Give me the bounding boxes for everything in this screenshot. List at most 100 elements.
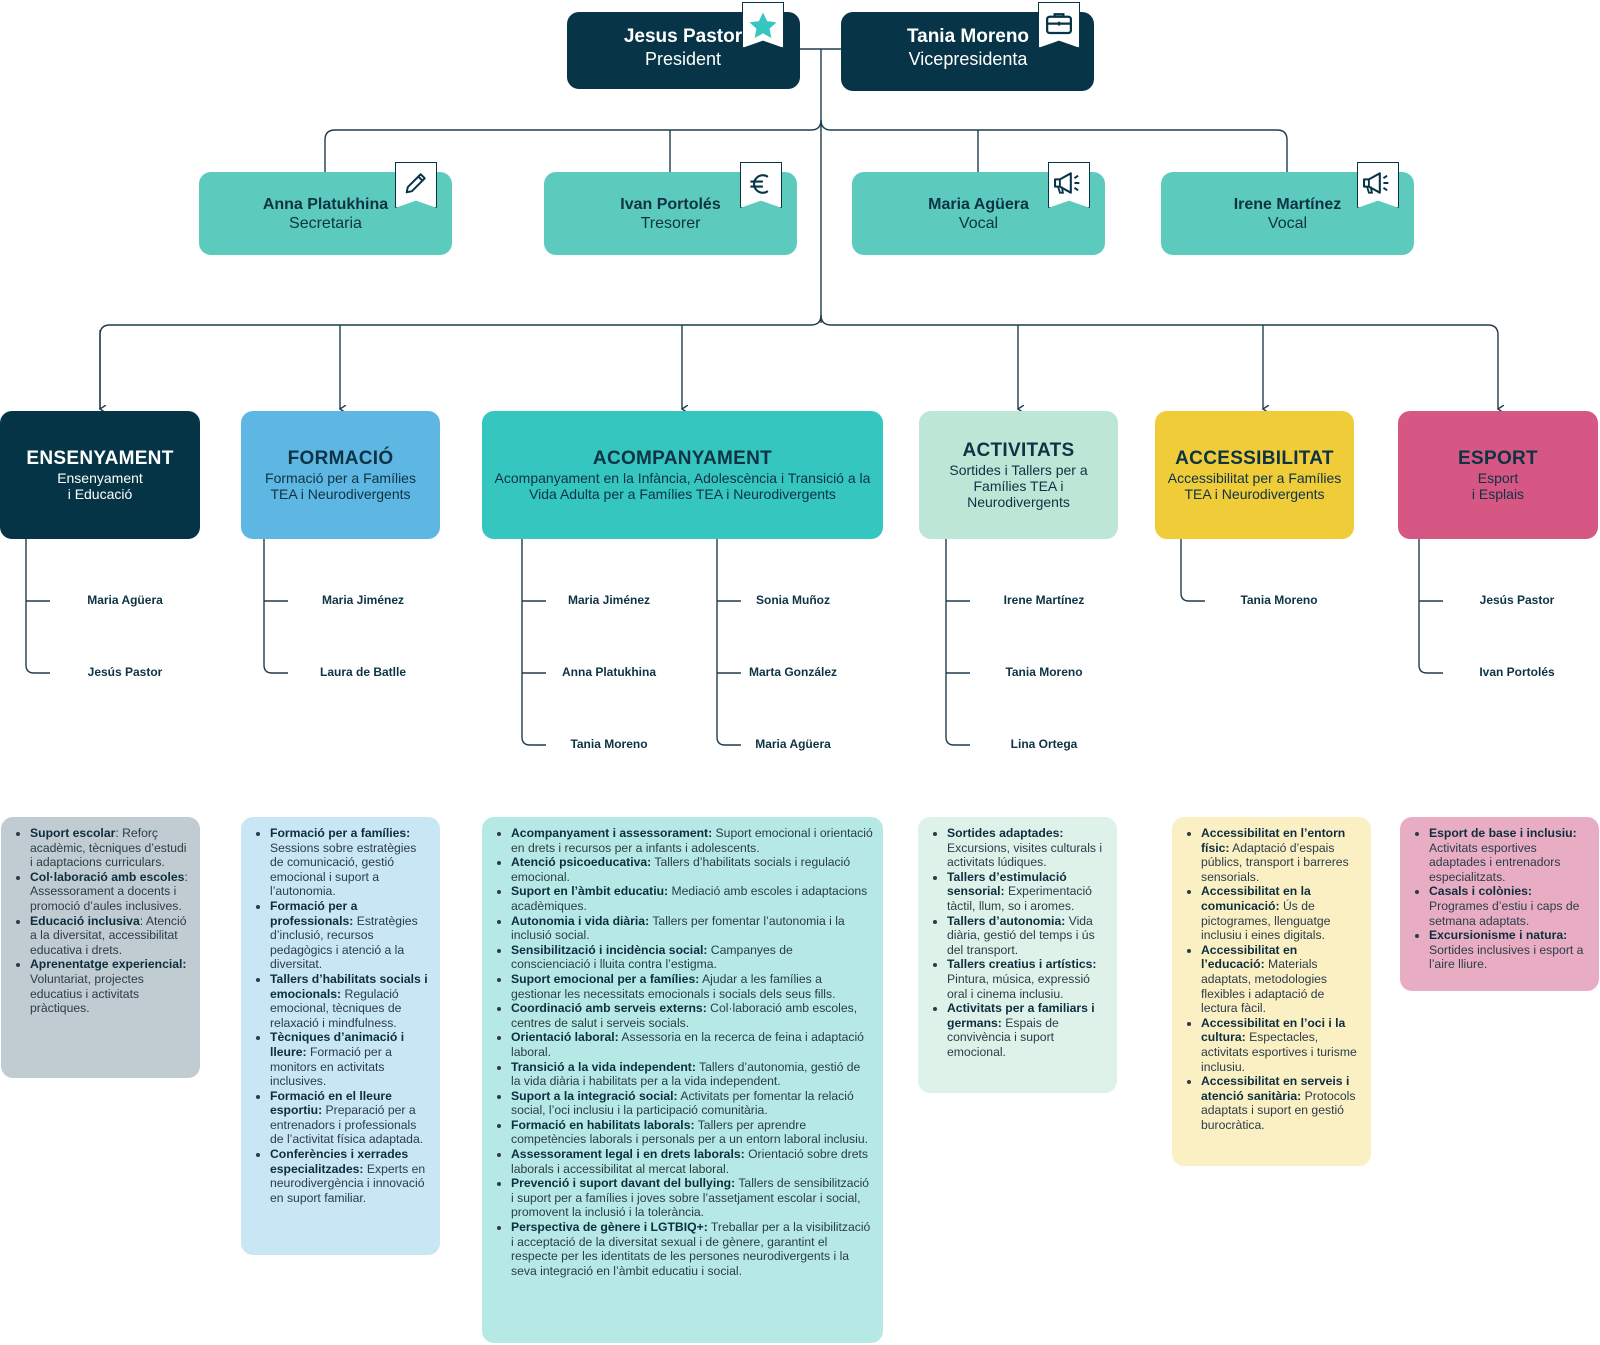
dept-title: ESPORT [1458, 448, 1538, 469]
item-text: Ús de pictogrames, llenguatge inclusiu i… [1201, 898, 1331, 943]
dept-description-ensenyament: Suport escolar: Reforç acadèmic, tècniqu… [1, 817, 200, 1078]
euro-badge [740, 162, 782, 208]
item-heading: Accessibilitat en l’entorn físic: [1201, 826, 1346, 855]
description-item: Suport emocional per a famílies: Ajudar … [511, 972, 873, 1001]
description-item: Accessibilitat en serveis i atenció sani… [1201, 1074, 1361, 1132]
description-item: Atenció psicoeducativa: Tallers d’habili… [511, 855, 873, 884]
description-item: Tallers creatius i artístics: Pintura, m… [947, 957, 1107, 1001]
description-list: Formació per a famílies: Sessions sobre … [251, 826, 430, 1205]
star-badge [742, 2, 784, 48]
item-heading: Tècniques d’animació i lleure: [270, 1030, 405, 1059]
dept-title: ACOMPANYAMENT [592, 448, 773, 469]
item-heading: Prevenció i suport davant del bullying: [511, 1176, 736, 1191]
item-heading: Autonomia i vida diària: [511, 913, 650, 928]
member-name: Jesús Pastor [1479, 593, 1555, 607]
description-item: Suport a la integració social: Activitat… [511, 1089, 873, 1118]
member-name: Tania Moreno [570, 737, 648, 751]
member-name: Tania Moreno [1240, 593, 1318, 607]
item-text: Treballar per a la visibilització i acce… [511, 1220, 871, 1278]
item-heading: Excursionisme i natura: [1429, 928, 1568, 943]
member-name: Anna Platukhina [561, 665, 657, 679]
item-text: Mediació amb escoles i adaptacions acadè… [511, 884, 868, 913]
description-item: Orientació laboral: Assessoria en la rec… [511, 1030, 873, 1059]
dept-title: FORMACIÓ [287, 448, 394, 469]
leader-role: President [644, 49, 722, 69]
member-connector [263, 539, 288, 674]
item-heading: Formació per a famílies: [270, 826, 411, 840]
dept-description-accessibilitat: Accessibilitat en l’entorn físic: Adapta… [1172, 817, 1371, 1166]
megaphone-badge [1048, 162, 1090, 208]
item-text: Materials adaptats, metodologies flexibl… [1201, 957, 1328, 1016]
description-item: Prevenció i suport davant del bullying: … [511, 1176, 873, 1220]
item-text: Adaptació d’espais públics, transport i … [1201, 840, 1349, 884]
item-text: Tallers de sensibilització i suport per … [511, 1176, 870, 1220]
member-name: Maria Jiménez [321, 593, 405, 607]
item-text: Pintura, música, expressió oral i cinema… [947, 971, 1090, 1001]
item-heading: Suport escolar [30, 826, 116, 840]
item-text: Sortides inclusives i esport a l’aire ll… [1429, 942, 1584, 972]
board-role: Vocal [958, 214, 999, 232]
description-item: Esport de base i inclusiu: Activitats es… [1429, 826, 1589, 884]
member-name: Marta González [748, 665, 838, 679]
dept-title: ACTIVITATS [962, 440, 1075, 461]
item-text: Preparació per a entrenadors i professio… [270, 1103, 424, 1147]
description-item: Sortides adaptades: Excursions, visites … [947, 826, 1107, 870]
description-list: Acompanyament i assessorament: Suport em… [492, 826, 873, 1278]
euro-icon [746, 169, 776, 204]
description-list: Suport escolar: Reforç acadèmic, tècniqu… [11, 826, 190, 1016]
item-text: Tallers d’habilitats socials i regulació… [511, 855, 851, 884]
leader-role: Vicepresidenta [908, 49, 1028, 69]
item-heading: Accessibilitat en la comunicació: [1201, 884, 1311, 913]
item-text: : Atenció a la diversitat, accessibilita… [30, 913, 187, 957]
board-name: Maria Agüera [928, 195, 1029, 213]
description-item: Tallers d’autonomia: Vida diària, gestió… [947, 914, 1107, 958]
member-connector [25, 539, 50, 674]
item-text: Espais de convivència i suport emocional… [947, 1015, 1059, 1059]
star-icon [746, 9, 780, 48]
item-heading: Suport emocional per a famílies: [511, 971, 700, 986]
member-connector [521, 539, 546, 746]
item-text: Ajudar a les famílies a gestionar les ne… [511, 971, 836, 1001]
item-text: Suport emocional i orientació en drets i… [511, 826, 873, 855]
description-list: Sortides adaptades: Excursions, visites … [928, 826, 1107, 1060]
member-name: Jesús Pastor [87, 665, 163, 679]
dept-subtitle: Formació per a Famílies TEA i Neurodiver… [265, 470, 416, 502]
member-name: Sonia Muñoz [756, 593, 830, 607]
board-name: Irene Martínez [1233, 195, 1342, 213]
description-item: Formació en el lleure esportiu: Preparac… [270, 1089, 430, 1147]
board-bar-left [324, 119, 822, 172]
description-item: Formació per a professionals: Estratègie… [270, 899, 430, 972]
description-item: Accessibilitat en l’oci i la cultura: Es… [1201, 1016, 1361, 1074]
board-role: Tresorer [640, 214, 701, 232]
item-heading: Orientació laboral: [511, 1030, 619, 1045]
megaphone-icon [1052, 169, 1086, 202]
description-list: Esport de base i inclusiu: Activitats es… [1410, 826, 1589, 972]
item-text: Orientació sobre drets laborals i access… [511, 1147, 868, 1176]
description-item: Accessibilitat en l’educació: Materials … [1201, 943, 1361, 1016]
description-item: Coordinació amb serveis externs: Col·lab… [511, 1001, 873, 1030]
dept-description-esport: Esport de base i inclusiu: Activitats es… [1400, 817, 1599, 991]
item-heading: Col·laboració amb escoles [30, 869, 185, 884]
item-text: Tallers per aprendre competències labora… [511, 1117, 869, 1147]
board-role: Secretaria [289, 214, 362, 232]
description-list: Accessibilitat en l’entorn físic: Adapta… [1182, 826, 1361, 1132]
description-item: Perspectiva de gènere i LGTBIQ+: Treball… [511, 1220, 873, 1278]
board-role: Vocal [1267, 214, 1308, 232]
description-item: Tallers d’estimulació sensorial: Experim… [947, 870, 1107, 914]
item-text: Formació per a monitors en activitats in… [270, 1044, 392, 1089]
item-heading: Assessorament legal i en drets laborals: [511, 1147, 745, 1162]
item-heading: Acompanyament i assessorament: [511, 826, 713, 840]
item-text: Experts en neurodivergència i innovació … [270, 1161, 426, 1205]
item-text: : Assessorament a docents i promoció d’a… [30, 869, 188, 913]
description-item: Accessibilitat en la comunicació: Ús de … [1201, 884, 1361, 942]
briefcase-icon [1044, 9, 1074, 42]
